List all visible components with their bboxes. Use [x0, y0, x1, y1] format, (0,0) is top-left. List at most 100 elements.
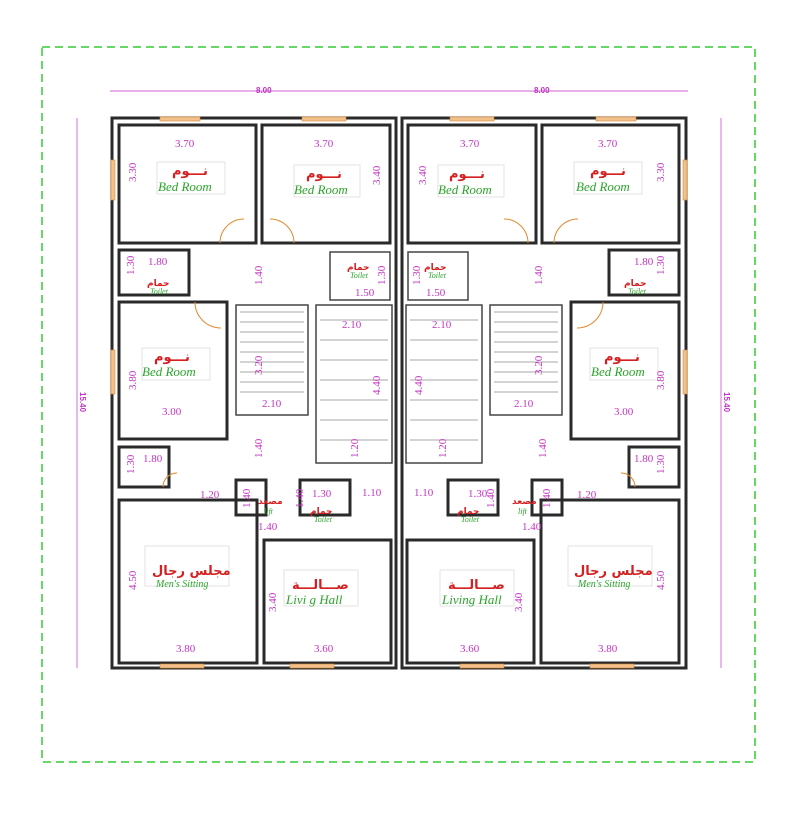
svg-text:3.80: 3.80	[655, 370, 667, 390]
svg-text:1.10: 1.10	[414, 487, 434, 499]
left-bath2-en: Toilet	[350, 271, 369, 280]
right-bath2-ar: حمام	[424, 263, 447, 273]
svg-text:1.30: 1.30	[655, 255, 667, 275]
svg-text:3.70: 3.70	[460, 138, 480, 150]
plot-boundary	[41, 46, 756, 763]
left-bedroom3-ar: نـــوم	[154, 350, 190, 365]
right-living-label-box	[439, 569, 515, 607]
svg-text:4.40: 4.40	[371, 375, 383, 395]
svg-text:1.30: 1.30	[411, 265, 423, 285]
right-bedroom3-ar: نـــوم	[604, 350, 640, 365]
left-bedroom3-label-box	[141, 347, 211, 381]
right-bedroom3-en: Bed Room	[591, 364, 645, 379]
svg-text:3.30: 3.30	[127, 162, 139, 182]
left-lift-ar: مصعد	[258, 497, 283, 507]
right-bath1-en: Toilet	[628, 287, 647, 296]
overall-width-left: 8.00	[256, 86, 272, 95]
svg-text:3.20: 3.20	[533, 355, 545, 375]
overall-width-right: 8.00	[534, 86, 550, 95]
svg-text:3.30: 3.30	[655, 162, 667, 182]
left-bedroom2-ar: نـــوم	[306, 167, 342, 182]
svg-text:1.30: 1.30	[125, 454, 137, 474]
svg-text:1.40: 1.40	[533, 265, 545, 285]
left-lift-en: lift	[264, 507, 274, 516]
right-bedroom2-label-box	[573, 161, 643, 195]
left-men-sitting-ar: مجلس رجال	[152, 564, 231, 579]
svg-text:1.40: 1.40	[485, 488, 497, 508]
svg-text:1.40: 1.40	[522, 521, 542, 533]
svg-text:3.00: 3.00	[162, 406, 182, 418]
left-living-en: Livi g Hall	[285, 592, 343, 607]
svg-text:3.80: 3.80	[127, 370, 139, 390]
svg-text:1.40: 1.40	[294, 488, 306, 508]
svg-text:1.80: 1.80	[143, 453, 163, 465]
svg-text:3.40: 3.40	[417, 165, 429, 185]
door-swings	[162, 218, 636, 488]
svg-text:1.30: 1.30	[376, 265, 388, 285]
svg-text:1.40: 1.40	[258, 521, 278, 533]
overall-depth-right: 15.40	[722, 392, 731, 413]
svg-text:1.40: 1.40	[541, 488, 553, 508]
right-bedroom2-en: Bed Room	[576, 179, 630, 194]
svg-text:1.40: 1.40	[253, 438, 265, 458]
svg-text:2.10: 2.10	[432, 319, 452, 331]
left-bedroom3-en: Bed Room	[142, 364, 196, 379]
svg-text:1.40: 1.40	[253, 265, 265, 285]
right-bath1-ar: حمام	[624, 279, 647, 289]
left-bedroom1-label-box	[156, 161, 226, 195]
right-men-sitting-en: Men's Sitting	[577, 579, 630, 590]
svg-text:3.70: 3.70	[598, 138, 618, 150]
svg-text:1.30: 1.30	[125, 255, 137, 275]
right-bedroom1-label-box	[437, 164, 505, 198]
left-stairs	[240, 311, 388, 441]
left-bedroom1-ar: نـــوم	[172, 164, 208, 179]
right-lift-en: lift	[518, 507, 528, 516]
svg-text:3.60: 3.60	[314, 643, 334, 655]
svg-text:3.00: 3.00	[614, 406, 634, 418]
svg-text:1.20: 1.20	[349, 438, 361, 458]
right-bedroom2-ar: نـــوم	[590, 164, 626, 179]
left-bath3-en: Toilet	[314, 515, 333, 524]
right-bath3-en: Toilet	[461, 515, 480, 524]
svg-text:2.10: 2.10	[514, 398, 534, 410]
right-dimensions: 3.70 3.70 3.40 3.30 1.80 1.30 1.40 1.30 …	[411, 138, 667, 655]
left-bath3-ar: حمام	[310, 507, 333, 517]
right-lift-ar: مصعد	[512, 497, 537, 507]
left-men-sitting-en: Men's Sitting	[155, 579, 208, 590]
svg-text:1.40: 1.40	[537, 438, 549, 458]
right-stairs	[410, 311, 558, 441]
svg-text:3.60: 3.60	[460, 643, 480, 655]
svg-text:3.70: 3.70	[175, 138, 195, 150]
svg-text:3.80: 3.80	[176, 643, 196, 655]
svg-text:1.80: 1.80	[148, 256, 168, 268]
left-dimensions: 3.70 3.70 3.30 3.40 1.80 1.30 1.40 1.30 …	[125, 138, 388, 655]
svg-text:1.10: 1.10	[362, 487, 382, 499]
svg-text:4.40: 4.40	[413, 375, 425, 395]
svg-text:1.50: 1.50	[355, 287, 375, 299]
svg-text:2.10: 2.10	[262, 398, 282, 410]
right-living-ar: صـــالـــة	[448, 578, 505, 593]
left-men-sitting-label-box	[144, 545, 230, 587]
svg-text:1.80: 1.80	[634, 453, 654, 465]
svg-text:3.70: 3.70	[314, 138, 334, 150]
left-living-label-box	[283, 569, 359, 607]
left-living-ar: صـــالـــة	[292, 578, 349, 593]
right-bedroom1-en: Bed Room	[438, 182, 492, 197]
left-bath1-ar: حمام	[147, 279, 170, 289]
right-bath2-en: Toilet	[428, 271, 447, 280]
svg-text:3.20: 3.20	[253, 355, 265, 375]
svg-text:1.40: 1.40	[241, 488, 253, 508]
right-bath3-ar: حمام	[457, 507, 480, 517]
right-bedroom1-ar: نـــوم	[449, 167, 485, 182]
overall-depth-left: 15.40	[78, 392, 87, 413]
svg-text:3.40: 3.40	[513, 592, 525, 612]
left-bath1-en: Toilet	[150, 287, 169, 296]
right-living-en: Living Hall	[441, 592, 502, 607]
svg-text:3.40: 3.40	[371, 165, 383, 185]
svg-text:2.10: 2.10	[342, 319, 362, 331]
svg-text:1.30: 1.30	[468, 488, 488, 500]
svg-text:1.20: 1.20	[577, 489, 597, 501]
svg-text:4.50: 4.50	[127, 570, 139, 590]
svg-text:1.30: 1.30	[655, 454, 667, 474]
